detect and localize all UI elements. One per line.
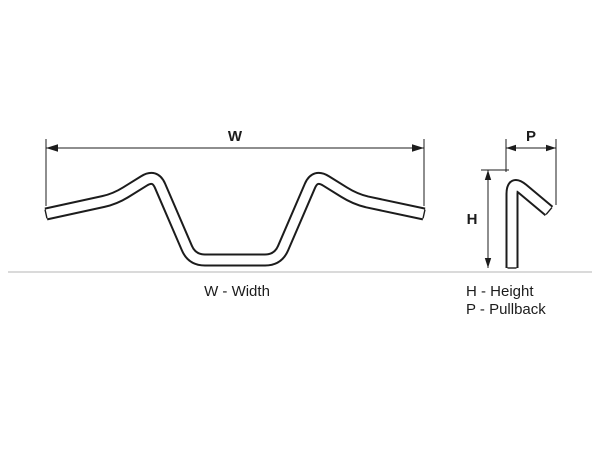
handlebar-side-view: [505, 179, 554, 269]
arrowhead-up-icon: [484, 170, 492, 180]
pullback-caption: P - Pullback: [466, 301, 546, 318]
front-view-tube-inner: [45, 173, 425, 265]
width-caption: W - Width: [204, 283, 270, 300]
arrowhead-left-icon: [506, 144, 516, 152]
front-view-right-grip-endcap: [422, 209, 426, 219]
front-view-left-grip-endcap: [44, 209, 48, 219]
height-caption: H - Height: [466, 283, 534, 300]
pullback-dim-label: P: [526, 128, 536, 145]
arrowhead-left-icon: [46, 144, 58, 152]
arrowhead-right-icon: [546, 144, 556, 152]
height-dimension: H: [467, 169, 509, 268]
side-view-grip-endcap: [545, 207, 553, 215]
legend: W - Width H - Height P - Pullback: [204, 283, 546, 318]
arrowhead-right-icon: [412, 144, 424, 152]
front-view-tube-outline: [44, 171, 426, 267]
width-dimension: W: [45, 128, 425, 206]
height-dim-label: H: [467, 211, 478, 228]
arrowhead-down-icon: [484, 258, 492, 268]
handlebar-front-view: [44, 171, 426, 267]
pullback-dimension: P: [505, 128, 557, 205]
side-view-tube-inner: [507, 181, 552, 268]
width-dim-label: W: [228, 128, 243, 145]
